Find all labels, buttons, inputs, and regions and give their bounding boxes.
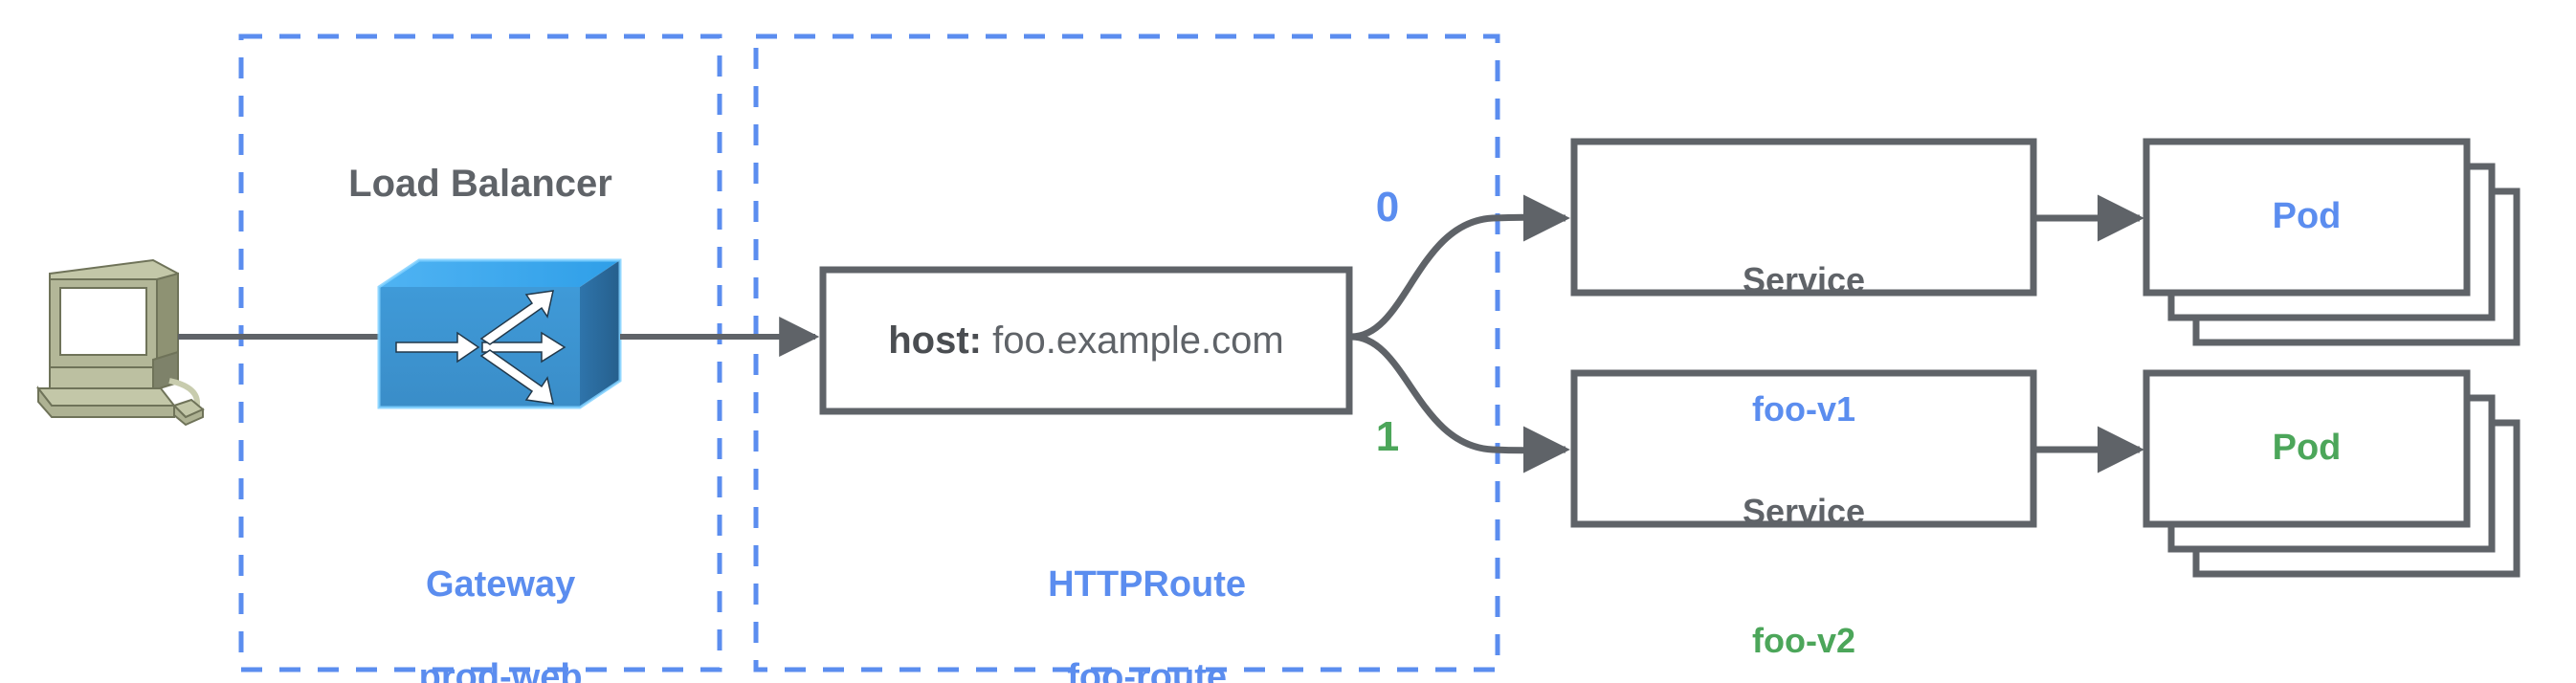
host-key: host: (888, 319, 983, 362)
edge-route-rule-0 (1350, 194, 1570, 341)
service-kind-v2: Service (1742, 492, 1866, 531)
workstation-computer-icon (35, 258, 205, 427)
load-balancer-icon (377, 258, 622, 409)
host-match-text: host: foo.example.com (823, 319, 1349, 363)
gateway-group-boundary (238, 33, 722, 672)
pod-label-foo-v1: Pod (2272, 196, 2342, 236)
gateway-name-label: prod-web (418, 656, 583, 683)
service-box-foo-v2[interactable] (1570, 369, 2037, 528)
host-match-box[interactable] (819, 266, 1353, 415)
pod-stack-foo-v2[interactable] (2143, 369, 2520, 578)
pod-stack-foo-v1[interactable] (2143, 138, 2520, 346)
service-name-v1: foo-v1 (1752, 389, 1855, 429)
host-spacer (982, 319, 992, 362)
pod-label-foo-v2: Pod (2272, 428, 2342, 468)
httproute-name-label: foo-route (1067, 656, 1227, 683)
host-value: foo.example.com (992, 319, 1284, 362)
service-label-foo-v2: Service foo-v2 (1574, 404, 2033, 683)
branch-index-0: 0 (1375, 184, 1400, 231)
service-kind-v1: Service (1742, 260, 1866, 299)
edge-route-rule-1 (1350, 333, 1570, 474)
load-balancer-title: Load Balancer (348, 163, 612, 205)
httproute-group-label: HTTPRoute foo-route (756, 515, 1498, 683)
service-label-foo-v1: Service foo-v1 (1574, 172, 2033, 517)
httproute-kind-label: HTTPRoute (1048, 563, 1247, 605)
branch-index-1: 1 (1375, 413, 1400, 460)
service-box-foo-v1[interactable] (1570, 138, 2037, 297)
service-name-v2: foo-v2 (1752, 621, 1855, 660)
gateway-kind-label: Gateway (425, 563, 576, 605)
gateway-group-label: Gateway prod-web (241, 515, 720, 683)
